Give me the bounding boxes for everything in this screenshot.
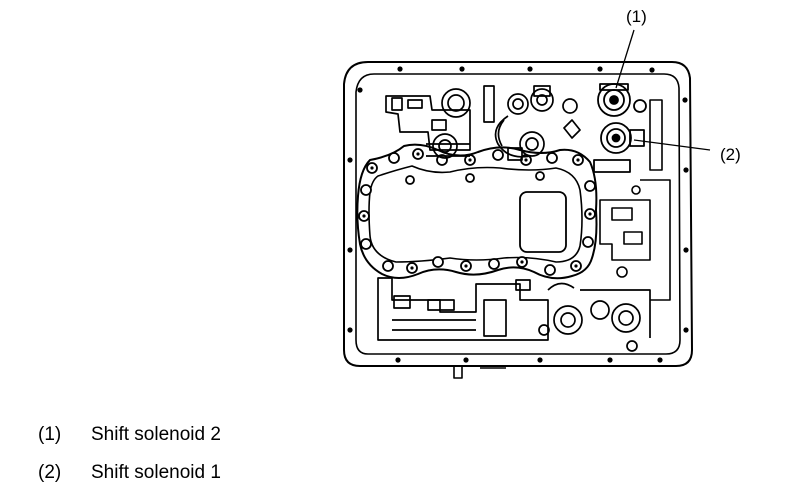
legend-label: Shift solenoid 1 — [91, 462, 221, 483]
upper-left-valve-block — [385, 88, 471, 159]
gasket-plate — [356, 143, 598, 280]
legend-number: (2) — [38, 462, 62, 483]
lower-valve-body — [377, 277, 651, 352]
shift-solenoid-1 — [593, 122, 645, 173]
housing-bolt-holes — [347, 66, 689, 363]
callout-1-leader — [615, 29, 635, 89]
housing-inner-rim — [355, 73, 681, 355]
valve-body-diagram — [343, 29, 711, 379]
legend: (1) Shift solenoid 2 (2) Shift solenoid … — [38, 424, 221, 500]
gasket-inner-outline — [368, 165, 583, 263]
callout-label-1: (1) — [626, 7, 647, 26]
gasket-window — [519, 191, 567, 253]
gasket-bolt-bosses — [358, 148, 596, 276]
drain-plug — [453, 366, 463, 379]
housing-outline — [343, 61, 693, 367]
shift-solenoid-2 — [597, 83, 647, 117]
legend-number: (1) — [38, 424, 62, 445]
legend-label: Shift solenoid 2 — [91, 424, 221, 445]
callout-2-leader — [633, 139, 711, 151]
upper-center-solenoid-group — [483, 85, 581, 161]
legend-item: (1) Shift solenoid 2 — [38, 424, 221, 462]
callout-label-2: (2) — [720, 145, 741, 164]
right-valve-channels — [599, 99, 671, 301]
legend-item: (2) Shift solenoid 1 — [38, 462, 221, 500]
